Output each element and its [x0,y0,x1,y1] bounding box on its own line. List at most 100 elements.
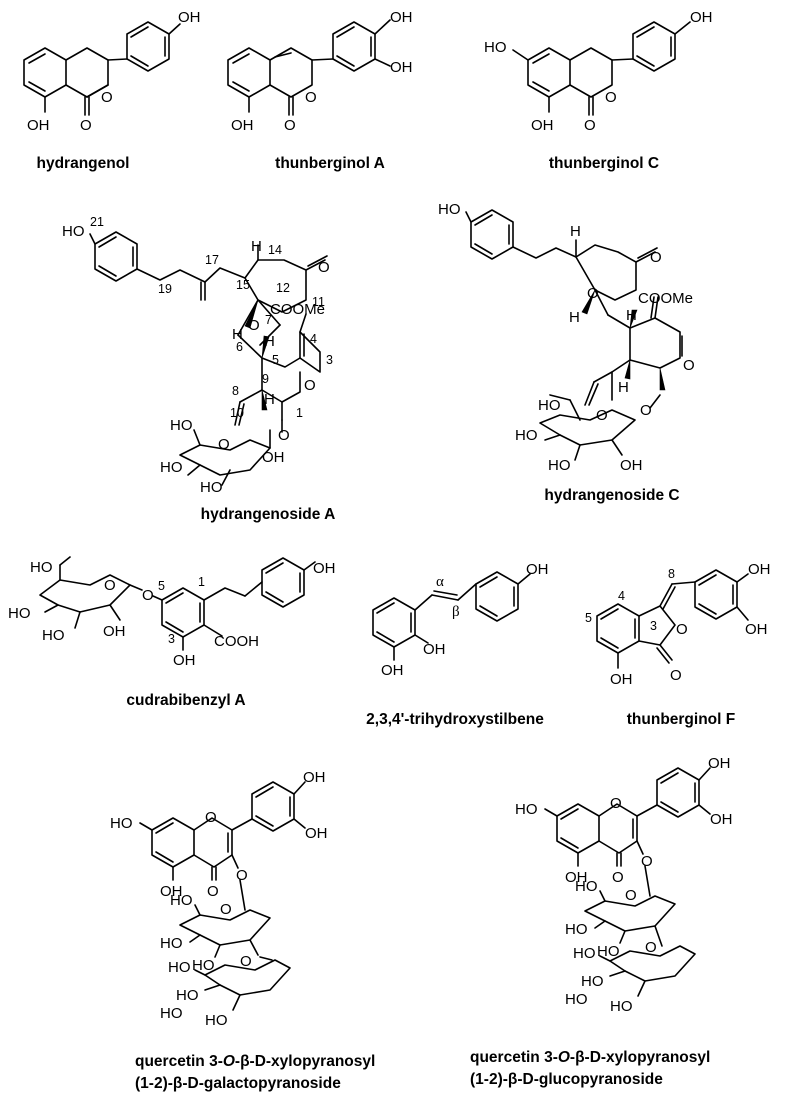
quercetin-gal-xyl-ho-b-label: HO [176,987,199,1004]
locant-beta: β [452,604,460,620]
thunberginol-c-oh-label: OH [690,9,713,26]
hydrangenoside-c-h-top-label: H [570,223,581,240]
hydrangenoside-a-pyran-o-label: O [248,317,260,334]
hydrangenoside-a-h9-label: H [264,391,275,408]
locant-21: 21 [90,215,104,229]
hydrangenoside-c-coome-label: COOMe [638,290,693,307]
thunberginol-a-carbonyl-o-label: O [284,117,296,134]
quercetin-gal-sugar1-o-label: O [220,901,232,918]
hydrangenoside-c-oh-2-label: OH [620,457,643,474]
quercetin-glc-name-line1: quercetin 3-O-β-D-xylopyranosyl [470,1049,710,1066]
quercetin-glc-carbonyl-o-label: O [612,869,624,886]
thunberginol-f-carbonyl-o-label: O [670,667,682,684]
hydrangenoside-a-glycosidic-o-label: O [278,427,290,444]
cudrabibenzyl-a-oh-2-label: OH [103,623,126,640]
thunberginol-f-oh3-label: OH [745,621,768,638]
trihydroxystilbene-oh2-label: OH [423,641,446,658]
quercetin-glc-ho-4-label: HO [565,921,588,938]
hydrangenoside-a-oh-label: OH [262,449,285,466]
quercetin-gal-ho-6-label: HO [170,892,193,909]
hydrangenoside-a-h5-label: H [264,333,275,350]
thunberginol-a-oh8-label: OH [231,117,254,134]
hydrangenoside-a-dihydropyran-o-label: O [304,377,316,394]
locant-1: 1 [296,406,303,420]
locant-4: 4 [310,332,317,346]
thunberginol-f-name: thunberginol F [627,711,735,728]
thunberginol-c-oh8-label: OH [531,117,554,134]
thunberginol-c-ring-o-label: O [605,89,617,106]
locant-5: 5 [272,353,279,367]
quercetin-glc-ring-o-label: O [610,795,622,812]
quercetin-gal-glycosidic-o-label: O [236,867,248,884]
quercetin-gal-xyl-ho-a-label: HO [168,959,191,976]
hydrangenol-oh-label: OH [178,9,201,26]
hydrangenol-oh8-label: OH [27,117,50,134]
hydrangenoside-a-ho-label: HO [62,223,85,240]
thunberginol-a-ring-o-label: O [305,89,317,106]
hydrangenoside-a-sugar-o-label: O [218,436,230,453]
hydrangenoside-c-name: hydrangenoside C [544,487,679,504]
quercetin-gal-structure: HO O OH OH OH O O O HO HO HO O HO HO HO … [110,769,375,1092]
hydrangenoside-a-ho-b-label: HO [160,459,183,476]
quercetin-gal-oh3p-label: OH [305,825,328,842]
hydrangenoside-a-structure: HO 21 17 14 19 15 12 11 7 4 6 5 3 9 8 1 … [62,215,335,523]
hydrangenoside-a-ho-a-label: HO [170,417,193,434]
quercetin-gal-name-line1: quercetin 3-O-β-D-xylopyranosyl [135,1053,375,1070]
hydrangenoside-a-coome-label: COOMe [270,301,325,318]
quercetin-glc-name-line2: (1-2)-β-D-glucopyranoside [470,1071,663,1088]
quercetin-glc-xyl-ho-c-label: HO [565,991,588,1008]
hydrangenol-structure: OH O O OH hydrangenol [23,9,201,172]
hydrangenoside-c-ho-3-label: HO [548,457,571,474]
quercetin-gal-name-line2: (1-2)-β-D-galactopyranoside [135,1075,341,1092]
quercetin-gal-sugar2-o-label: O [240,953,252,970]
hydrangenoside-c-pyran-o-label: O [587,285,599,302]
quercetin-glc-ho-3-label: HO [597,943,620,960]
quercetin-gal-carbonyl-o-label: O [207,883,219,900]
locant-9: 9 [262,372,269,386]
quercetin-gal-xyl-ho-d-label: HO [205,1012,228,1029]
locant-17: 17 [205,253,219,267]
locant-c3: 3 [168,632,175,646]
locant-7: 7 [265,313,272,327]
trihydroxystilbene-oh3-label: OH [381,662,404,679]
hydrangenol-carbonyl-o-label: O [80,117,92,134]
locant-11: 11 [312,295,325,309]
hydrangenoside-c-glycosidic-o-label: O [640,402,652,419]
quercetin-gal-oh4p-label: OH [303,769,326,786]
hydrangenoside-a-h7-label: H [232,326,243,343]
locant-6: 6 [236,340,243,354]
trihydroxystilbene-structure: α β OH OH OH 2,3,4'-trihydroxystilbene [366,561,548,728]
thunberginol-f-oh4-label: OH [748,561,771,578]
trihydroxystilbene-oh4-label: OH [526,561,549,578]
locant-19: 19 [158,282,172,296]
hydrangenoside-c-ho-label: HO [438,201,461,218]
locant-tf-4: 4 [618,589,625,603]
trihydroxystilbene-name: 2,3,4'-trihydroxystilbene [366,711,544,728]
thunberginol-a-name: thunberginol A [275,155,385,172]
thunberginol-c-ho6-label: HO [484,39,507,56]
quercetin-glc-oh5-label: OH [565,869,588,886]
cudrabibenzyl-a-name: cudrabibenzyl A [126,692,245,709]
hydrangenoside-c-ho-4-label: HO [515,427,538,444]
quercetin-glc-ho-6-label: HO [575,878,598,895]
cudrabibenzyl-a-ether-o-label: O [142,587,154,604]
quercetin-glc-glycosidic-o-label: O [641,853,653,870]
quercetin-glc-sugar1-o-label: O [625,887,637,904]
quercetin-glc-structure: HO O OH OH OH O O O HO HO HO O HO HO HO … [470,755,733,1088]
hydrangenoside-c-dihydropyran-o-label: O [683,357,695,374]
quercetin-glc-oh4p-label: OH [708,755,731,772]
thunberginol-c-structure: OH HO O O OH thunberginol C [484,9,713,172]
quercetin-gal-ho-3-label: HO [192,957,215,974]
thunberginol-a-oh3-label: OH [390,59,413,76]
thunberginol-f-structure: 8 4 3 5 OH OH O O OH thunberginol F [585,561,771,728]
quercetin-glc-xyl-ho-b-label: HO [581,973,604,990]
hydrangenoside-c-h7-label: H [569,309,580,326]
hydrangenoside-a-ketone-o-label: O [318,259,330,276]
locant-tf-3: 3 [650,619,657,633]
cudrabibenzyl-a-ho-3-label: HO [42,627,65,644]
quercetin-gal-ho7-label: HO [110,815,133,832]
hydrangenol-ring-o-label: O [101,89,113,106]
hydrangenoside-a-ho-c-label: HO [200,479,223,496]
locant-12: 12 [276,281,290,295]
